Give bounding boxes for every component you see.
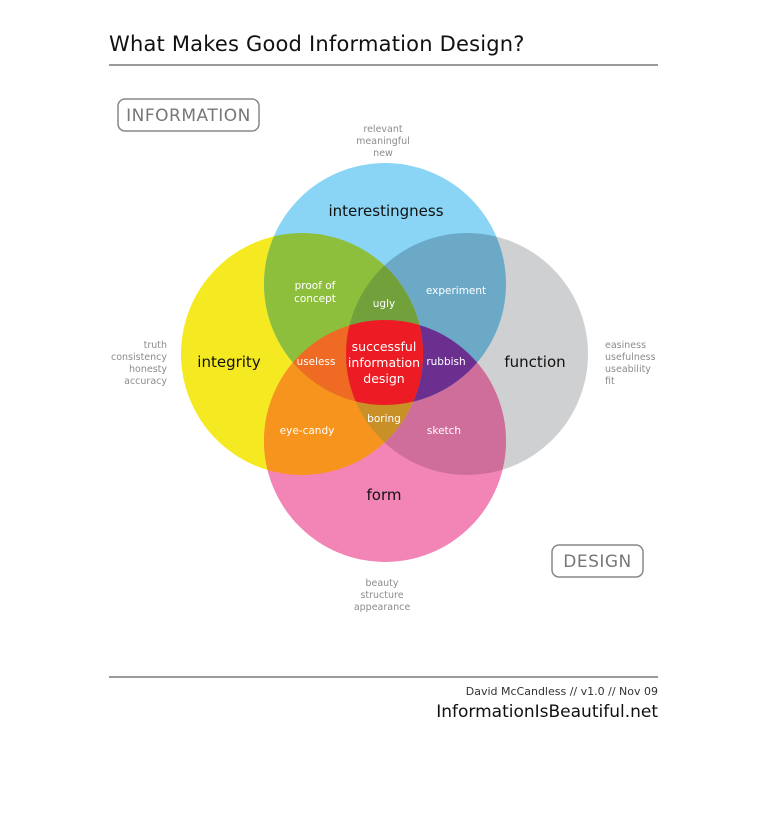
footer-divider [109,676,658,678]
annotation-function-4: fit [605,376,615,387]
annotation-integrity-1: truth [144,340,167,351]
design-box-label: DESIGN [563,552,632,572]
credit-line: David McCandless // v1.0 // Nov 09 [465,685,658,698]
information-box-label: INFORMATION [126,106,251,126]
annotation-interestingness-2: meaningful [356,136,410,147]
annotation-function-2: usefulness [605,352,656,363]
label-proof-of-concept-2: concept [294,293,336,305]
label-sketch: sketch [427,425,461,437]
annotation-interestingness-3: new [373,148,393,159]
label-center-3: design [363,371,404,386]
label-function: function [504,353,565,371]
label-proof-of-concept-1: proof of [295,280,336,292]
site-link[interactable]: InformationIsBeautiful.net [436,702,658,722]
label-center-1: successful [352,339,417,354]
label-useless: useless [297,356,336,368]
label-form: form [367,486,402,504]
annotation-form-2: structure [360,590,403,601]
annotation-function-1: easiness [605,340,646,351]
annotation-form-3: appearance [354,602,411,613]
annotation-integrity-2: consistency [111,352,167,363]
information-box: INFORMATION [117,98,260,132]
label-eye-candy: eye-candy [280,425,335,437]
title-divider [109,64,658,66]
label-ugly: ugly [373,298,395,310]
label-rubbish: rubbish [426,356,465,368]
annotation-interestingness-1: relevant [363,124,402,135]
label-interestingness: interestingness [328,202,443,220]
annotation-integrity-4: accuracy [124,376,167,387]
annotation-function-3: useability [605,364,651,375]
annotation-form-1: beauty [365,578,398,589]
label-integrity: integrity [197,353,261,371]
label-boring: boring [367,413,401,425]
label-center-2: information [348,355,420,370]
page-title: What Makes Good Information Design? [109,32,525,56]
annotation-integrity-3: honesty [129,364,167,375]
label-experiment: experiment [426,285,486,297]
design-box: DESIGN [551,544,644,578]
